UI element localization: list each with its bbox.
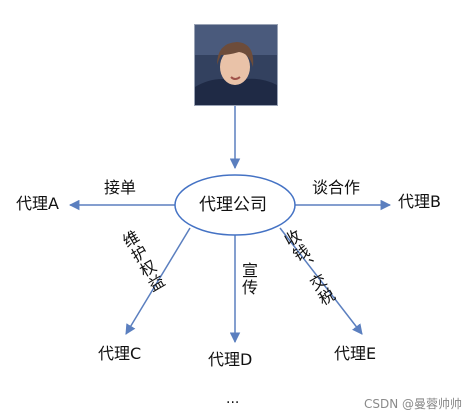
person-photo <box>194 24 278 106</box>
agent-b-label: 代理B <box>398 192 441 211</box>
edge-label-b: 谈合作 <box>312 178 361 197</box>
person-photo-icon <box>195 25 277 105</box>
edge-label-d: 宣传 <box>239 262 258 296</box>
center-node-label: 代理公司 <box>199 195 267 215</box>
edge-label-a: 接单 <box>104 178 137 197</box>
watermark: CSDN @曼蓉帅帅 <box>363 397 462 411</box>
agent-d-label: 代理D <box>208 350 253 369</box>
center-node-ellipse <box>174 174 296 236</box>
agent-a-label: 代理A <box>16 194 59 213</box>
arrow-to-agent-e <box>279 227 363 335</box>
agent-c-label: 代理C <box>98 344 142 363</box>
arrow-to-agent-c <box>125 227 191 335</box>
ellipsis-more: ... <box>226 391 240 407</box>
agent-e-label: 代理E <box>334 344 377 363</box>
